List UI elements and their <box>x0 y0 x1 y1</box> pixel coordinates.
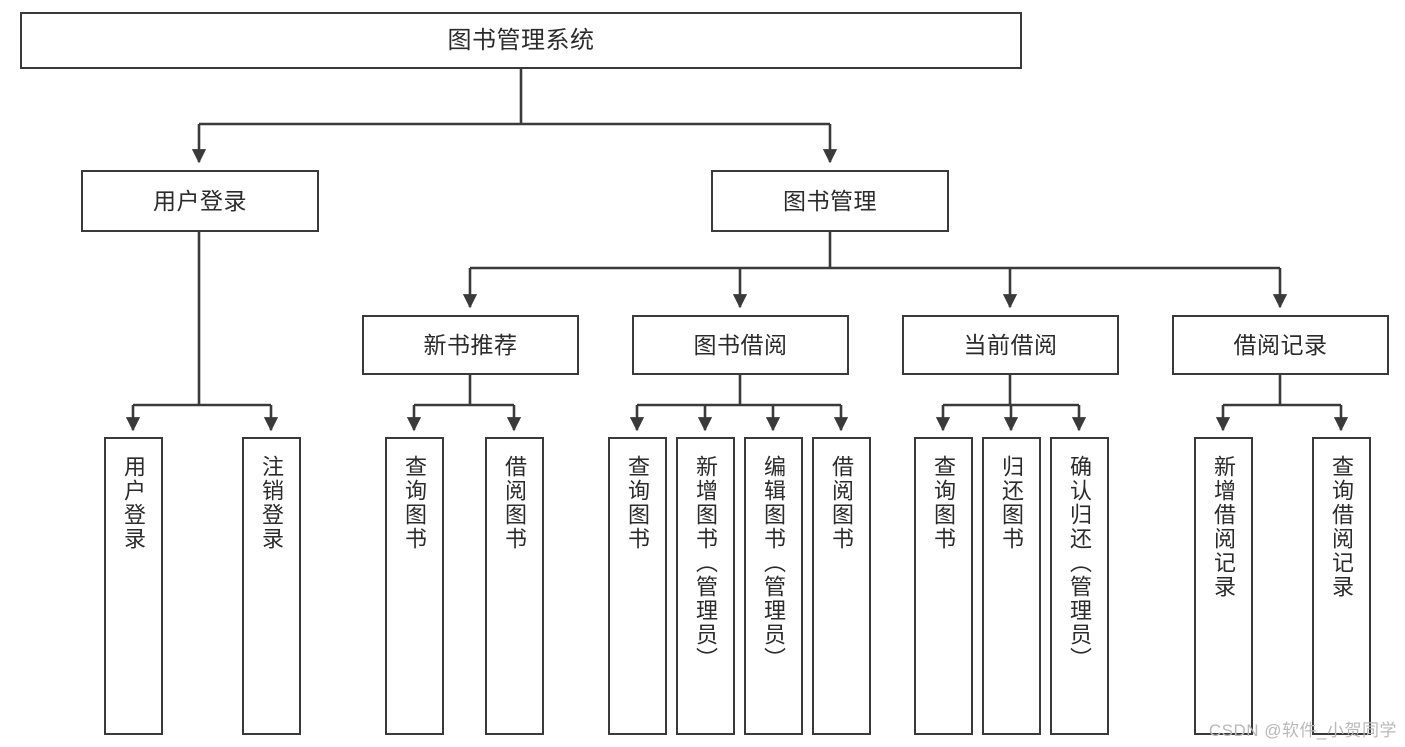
node-label: 借阅图书 <box>829 455 855 551</box>
node-book-borrow[interactable]: 图书借阅 <box>632 315 849 375</box>
node-label: 当前借阅 <box>963 331 1058 358</box>
watermark: CSDN @软件_小贺同学 <box>1208 721 1397 740</box>
node-label: 借阅图书 <box>502 455 528 551</box>
node-label: 归还图书 <box>999 455 1025 551</box>
leaf-borrow-book-recommend[interactable]: 借阅图书 <box>485 437 544 735</box>
node-label: 注销登录 <box>259 455 285 551</box>
node-label: 查询图书 <box>625 455 651 551</box>
leaf-query-borrow-record[interactable]: 查询借阅记录 <box>1312 437 1371 735</box>
leaf-user-login[interactable]: 用户登录 <box>104 437 163 735</box>
leaf-query-book-current[interactable]: 查询图书 <box>914 437 973 735</box>
node-label: 新增图书（管理员） <box>693 455 719 671</box>
node-label: 新书推荐 <box>423 331 518 358</box>
node-label: 新增借阅记录 <box>1211 455 1237 599</box>
node-book-management[interactable]: 图书管理 <box>711 170 949 232</box>
node-label: 图书管理 <box>783 187 877 214</box>
node-label: 查询图书 <box>931 455 957 551</box>
node-label: 用户登录 <box>121 455 147 551</box>
node-label: 查询图书 <box>402 455 428 551</box>
leaf-query-book-recommend[interactable]: 查询图书 <box>385 437 444 735</box>
node-new-book-recommend[interactable]: 新书推荐 <box>362 315 579 375</box>
node-borrow-record[interactable]: 借阅记录 <box>1172 315 1389 375</box>
leaf-add-book-admin[interactable]: 新增图书（管理员） <box>676 437 735 735</box>
leaf-return-book[interactable]: 归还图书 <box>982 437 1041 735</box>
node-label: 确认归还（管理员） <box>1067 455 1093 671</box>
node-user-login[interactable]: 用户登录 <box>81 170 319 232</box>
node-current-borrow[interactable]: 当前借阅 <box>902 315 1119 375</box>
node-label: 编辑图书（管理员） <box>761 455 787 671</box>
node-root[interactable]: 图书管理系统 <box>20 12 1022 69</box>
leaf-edit-book-admin[interactable]: 编辑图书（管理员） <box>744 437 803 735</box>
leaf-borrow-book[interactable]: 借阅图书 <box>812 437 871 735</box>
node-label: 图书借阅 <box>693 331 788 358</box>
node-label: 借阅记录 <box>1233 331 1328 358</box>
leaf-confirm-return-admin[interactable]: 确认归还（管理员） <box>1050 437 1109 735</box>
node-label: 用户登录 <box>153 187 247 214</box>
leaf-query-book-borrow[interactable]: 查询图书 <box>608 437 667 735</box>
leaf-logout-login[interactable]: 注销登录 <box>242 437 301 735</box>
leaf-add-borrow-record[interactable]: 新增借阅记录 <box>1194 437 1253 735</box>
node-label: 查询借阅记录 <box>1329 455 1355 599</box>
node-label: 图书管理系统 <box>447 26 595 54</box>
